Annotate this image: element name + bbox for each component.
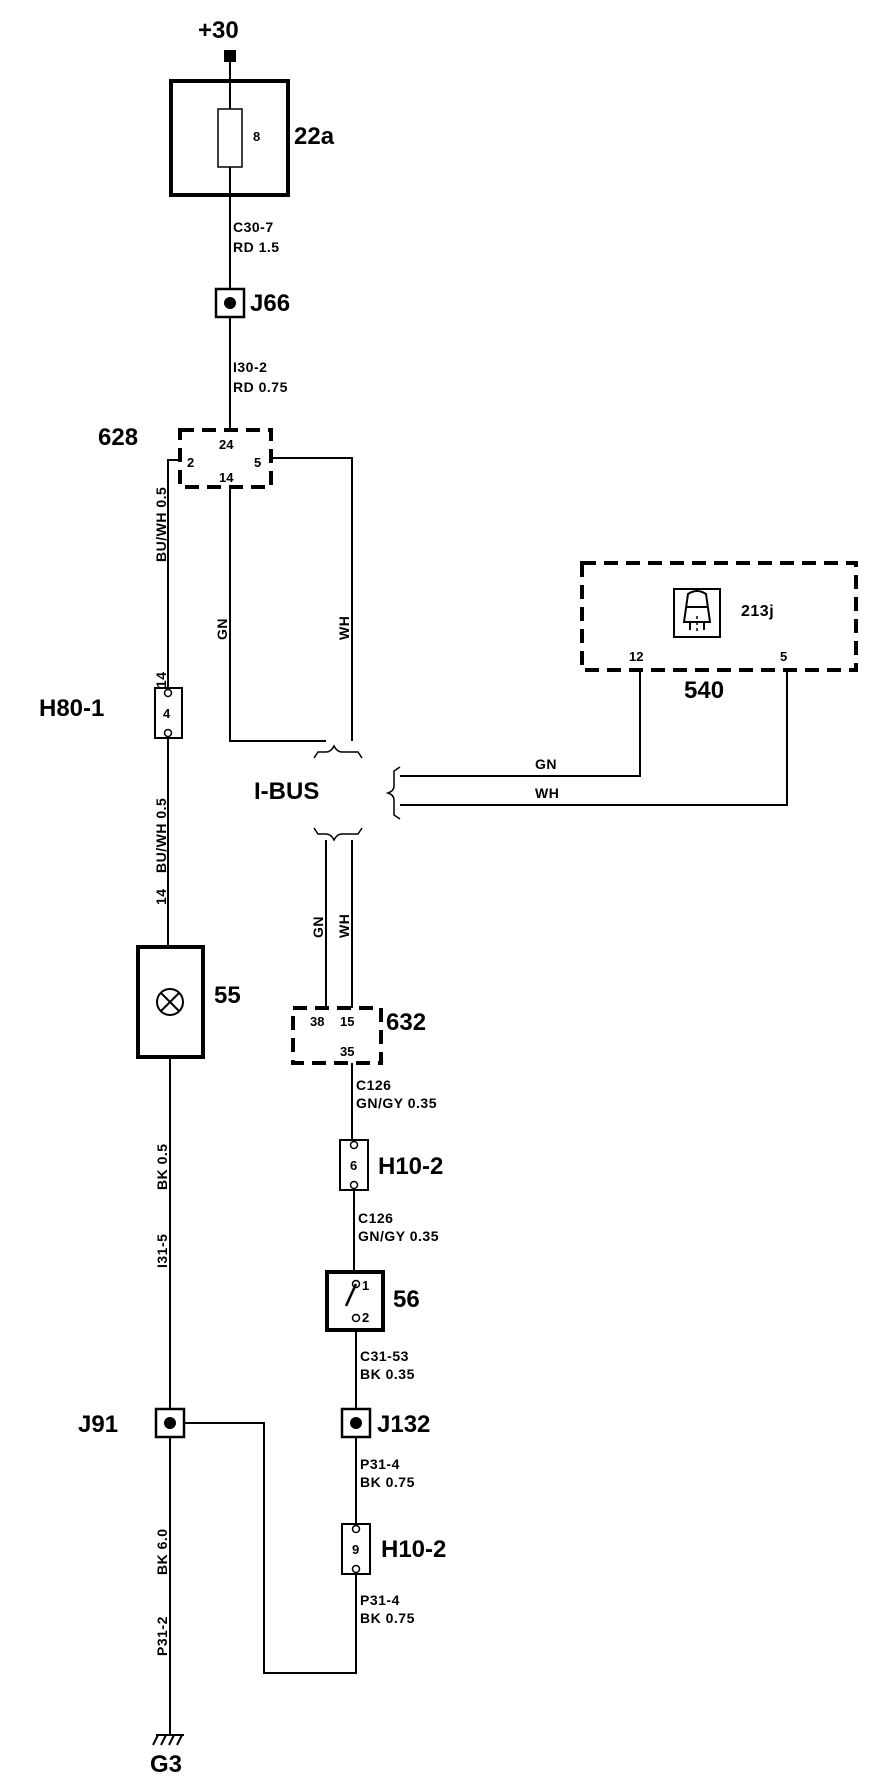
wire-i30-2-circuit: I30-2 bbox=[233, 359, 267, 375]
wire-628-gn bbox=[229, 487, 326, 742]
wire-628-pin2 bbox=[167, 459, 180, 688]
ibus-bracket-top bbox=[313, 744, 363, 759]
switch-56-pin1: 1 bbox=[362, 1278, 369, 1293]
module-632-id: 632 bbox=[386, 1009, 426, 1036]
wire-p31-4-a-circuit: P31-4 bbox=[360, 1456, 400, 1472]
supply-terminal bbox=[224, 50, 236, 62]
lamp-55-id: 55 bbox=[214, 982, 241, 1009]
junction-j132-dot bbox=[350, 1417, 362, 1429]
wire-left-upper-spec: BU/WH 0.5 bbox=[153, 487, 169, 562]
wire-p31-4-b-spec: BK 0.75 bbox=[360, 1610, 415, 1626]
switch-56-pin2: 2 bbox=[362, 1310, 369, 1325]
junction-j132-label: J132 bbox=[377, 1411, 430, 1438]
module-540-box bbox=[580, 561, 858, 672]
ibus-bracket-bottom bbox=[313, 827, 363, 842]
module-632-pin35: 35 bbox=[340, 1044, 354, 1059]
wire-c30-7-circuit: C30-7 bbox=[233, 219, 274, 235]
ibus-bracket-right bbox=[385, 766, 401, 820]
junction-j91-label: J91 bbox=[78, 1411, 118, 1438]
module-540-symbol-id: 213j bbox=[741, 603, 774, 620]
wire-540-wh-label: WH bbox=[535, 785, 559, 801]
fuse-element bbox=[217, 108, 243, 168]
wire-c126-a-spec: GN/GY 0.35 bbox=[356, 1095, 437, 1111]
wire-left-lower-spec: BK 0.5 bbox=[154, 1143, 170, 1190]
ground-icon bbox=[152, 1734, 184, 1746]
module-632-box bbox=[291, 1006, 383, 1065]
wire-c31-53-spec: BK 0.35 bbox=[360, 1366, 415, 1382]
wire-628-wh-label: WH bbox=[336, 616, 352, 640]
connector-h10-2-a-id: H10-2 bbox=[378, 1153, 443, 1180]
wire-c126-a-circuit: C126 bbox=[356, 1077, 391, 1093]
junction-j91-dot bbox=[164, 1417, 176, 1429]
wire-c126-b-spec: GN/GY 0.35 bbox=[358, 1228, 439, 1244]
wire-540-gn bbox=[400, 670, 641, 777]
module-540-pin12: 12 bbox=[629, 649, 643, 664]
supply-label: +30 bbox=[198, 17, 239, 44]
module-540-pin5: 5 bbox=[780, 649, 787, 664]
switch-56-id: 56 bbox=[393, 1286, 420, 1313]
wire-ground-spec: BK 6.0 bbox=[154, 1528, 170, 1575]
junction-j91 bbox=[154, 1407, 186, 1439]
wire-left-mid-spec: BU/WH 0.5 bbox=[153, 798, 169, 873]
module-632-pin15: 15 bbox=[340, 1014, 354, 1029]
wire-left-upper-pin: 14 bbox=[153, 671, 169, 688]
fuse-id: 22a bbox=[294, 123, 335, 150]
connector-h80-1-pin: 4 bbox=[163, 706, 171, 721]
switch-contact-icon bbox=[344, 1283, 358, 1307]
connector-h10-2-b-pin: 9 bbox=[352, 1542, 359, 1557]
module-628-pin2: 2 bbox=[187, 455, 194, 470]
module-628-id: 628 bbox=[98, 424, 138, 451]
fuse-number: 8 bbox=[253, 129, 260, 144]
wire-540-gn-label: GN bbox=[535, 756, 557, 772]
wire-628-wh bbox=[271, 457, 353, 741]
wire-ground-circuit: P31-2 bbox=[154, 1616, 170, 1656]
wire-c30-7-spec: RD 1.5 bbox=[233, 239, 280, 255]
wire-i30-2-spec: RD 0.75 bbox=[233, 379, 288, 395]
wire-left-mid-pin: 14 bbox=[153, 888, 169, 905]
wire-c126-b-circuit: C126 bbox=[358, 1210, 393, 1226]
module-632-pin38: 38 bbox=[310, 1014, 324, 1029]
connector-h80-1-id: H80-1 bbox=[39, 695, 104, 722]
junction-j66-dot bbox=[224, 297, 236, 309]
ibus-label: I-BUS bbox=[254, 778, 319, 805]
module-628-pin14: 14 bbox=[219, 470, 234, 485]
wire-632-gn-label: GN bbox=[310, 916, 326, 938]
wire-632-wh-label: WH bbox=[336, 914, 352, 938]
wire-628-gn-label: GN bbox=[214, 618, 230, 640]
wire-p31-4-a-spec: BK 0.75 bbox=[360, 1474, 415, 1490]
connector-h10-2-b-id: H10-2 bbox=[381, 1536, 446, 1563]
wire-left-lower-circuit: I31-5 bbox=[154, 1234, 170, 1268]
car-alarm-icon bbox=[682, 590, 712, 630]
wire-c31-53-circuit: C31-53 bbox=[360, 1348, 409, 1364]
junction-j66-label: J66 bbox=[250, 290, 290, 317]
wire-p31-4-b-circuit: P31-4 bbox=[360, 1592, 400, 1608]
wire-p31-4-b bbox=[184, 1422, 357, 1674]
module-540-id: 540 bbox=[684, 677, 724, 704]
ground-id: G3 bbox=[150, 1751, 182, 1778]
module-628-pin24: 24 bbox=[219, 437, 234, 452]
wire-540-wh bbox=[400, 670, 788, 806]
connector-h10-2-a-pin: 6 bbox=[350, 1158, 357, 1173]
module-628-pin5: 5 bbox=[254, 455, 261, 470]
lamp-icon bbox=[156, 988, 184, 1016]
